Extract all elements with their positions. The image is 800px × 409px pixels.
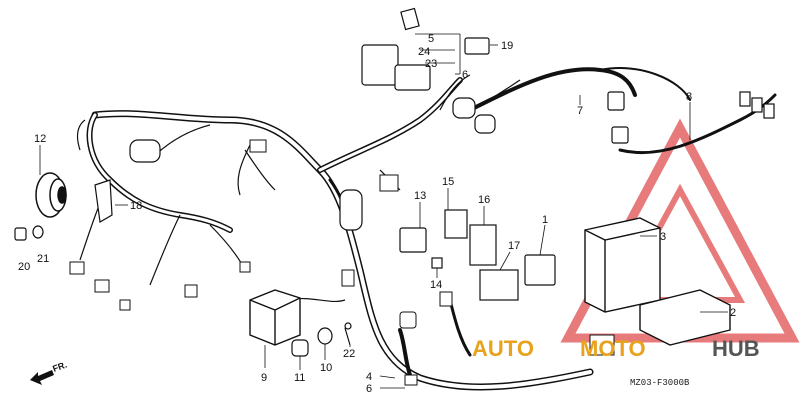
callout-13: 13 — [414, 190, 426, 202]
watermark-moto: MOTO — [580, 336, 646, 361]
callout-6-bottom: 6 — [366, 383, 372, 395]
leader-lines — [39, 33, 728, 389]
callout-17: 17 — [508, 240, 520, 252]
connectors-right — [607, 91, 775, 144]
callout-21: 21 — [37, 253, 49, 265]
relays — [399, 209, 519, 301]
watermark-auto: AUTO — [472, 336, 534, 361]
callout-1: 1 — [542, 214, 548, 226]
nut-and-washer — [14, 225, 44, 241]
callout-19: 19 — [501, 40, 513, 52]
horn-bracket — [94, 179, 113, 223]
callout-24: 24 — [418, 46, 430, 58]
callout-3: 3 — [660, 231, 666, 243]
callout-14: 14 — [430, 279, 442, 291]
regulator — [524, 254, 556, 286]
callout-22: 22 — [343, 348, 355, 360]
callout-10: 10 — [320, 362, 332, 374]
callout-5: 5 — [428, 33, 434, 45]
callout-12: 12 — [34, 133, 46, 145]
relay-cluster-top — [361, 7, 431, 91]
connector-19 — [464, 37, 490, 55]
rectifier — [639, 289, 731, 346]
front-direction-indicator: FR. — [30, 360, 68, 385]
callout-16: 16 — [478, 194, 490, 206]
harness-connectors — [69, 139, 615, 386]
watermark-text: AUTO MOTO HUB — [472, 336, 760, 361]
callout-23: 23 — [425, 58, 437, 70]
callout-9: 9 — [261, 372, 267, 384]
ignition-coils — [129, 97, 496, 231]
callout-15: 15 — [442, 176, 454, 188]
cdi-unit — [584, 217, 661, 313]
horn — [35, 172, 67, 218]
part-code: MZ03-F3000B — [630, 378, 690, 388]
callout-7: 7 — [577, 105, 583, 117]
callout-4: 4 — [366, 371, 372, 383]
callout-18: 18 — [130, 200, 142, 212]
callout-numbers: 12 18 20 21 9 11 10 22 13 15 16 17 14 1 … — [18, 33, 736, 395]
callout-11: 11 — [294, 372, 305, 384]
callout-2: 2 — [730, 307, 736, 319]
fuse-box — [249, 289, 301, 346]
watermark-hub: HUB — [712, 336, 760, 361]
callout-20: 20 — [18, 261, 30, 273]
callout-8: 8 — [686, 91, 692, 103]
front-label: FR. — [51, 360, 68, 374]
callout-6-top: 6 — [462, 69, 468, 81]
